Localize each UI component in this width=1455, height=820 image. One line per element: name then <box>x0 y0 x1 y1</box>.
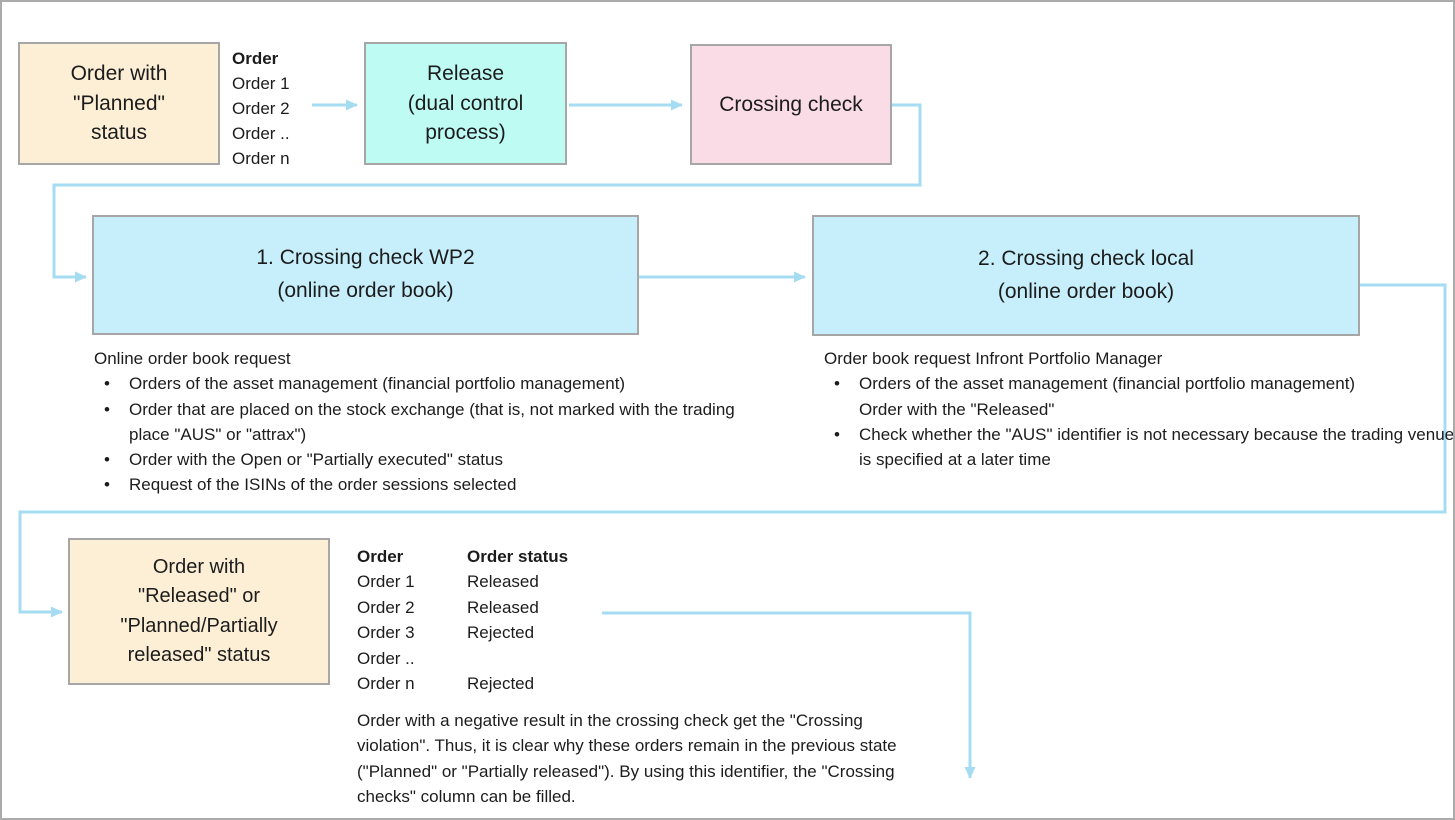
order-list-item: Order .. <box>232 124 290 143</box>
table-cell-status: Rejected <box>467 623 535 643</box>
order-list: Order Order 1 Order 2 Order .. Order n <box>232 46 290 171</box>
bullet-text: Orders of the asset management (financia… <box>859 374 1356 419</box>
bullet-dot: • <box>104 399 110 419</box>
order-list-item: Order n <box>232 149 290 168</box>
table-row: Order 3 Rejected <box>357 620 627 645</box>
table-header-status: Order status <box>467 547 569 566</box>
table-row: Order n Rejected <box>357 671 627 696</box>
release-box: Release (dual control process) <box>364 42 567 165</box>
bullet-text: Order with the Open or "Partially execut… <box>129 450 503 470</box>
crossing-check-wp2-box: 1. Crossing check WP2 (online order book… <box>92 215 639 335</box>
bullet-text: Request of the ISINs of the order sessio… <box>129 475 517 495</box>
wp2-details: Online order book request • Orders of th… <box>94 346 744 498</box>
local-bullet: • Check whether the "AUS" identifier is … <box>824 422 1455 473</box>
table-cell-order: Order n <box>357 674 415 694</box>
bullet-dot: • <box>104 374 110 394</box>
order-list-header: Order <box>232 49 279 68</box>
wp2-bullet: • Order with the Open or "Partially exec… <box>94 447 744 472</box>
table-cell-status <box>467 646 627 671</box>
table-cell-status: Rejected <box>467 674 535 694</box>
wp2-bullet: • Order that are placed on the stock exc… <box>94 397 744 448</box>
crossing-violation-note: Order with a negative result in the cros… <box>357 711 897 806</box>
table-header-order: Order <box>357 547 404 566</box>
released-status-box: Order with "Released" or "Planned/Partia… <box>68 538 330 685</box>
table-row: Order 1 Released <box>357 569 627 594</box>
wp2-bullet: • Request of the ISINs of the order sess… <box>94 472 744 497</box>
local-bullet: • Orders of the asset management (financ… <box>824 371 1453 422</box>
crossing-check-local-box: 2. Crossing check local (online order bo… <box>812 215 1360 336</box>
bullet-dot: • <box>834 424 840 444</box>
crossing-check-box: Crossing check <box>690 44 892 165</box>
order-list-item: Order 2 <box>232 99 290 118</box>
order-list-item: Order 1 <box>232 74 290 93</box>
table-cell-order: Order 1 <box>357 572 415 592</box>
bullet-dot: • <box>104 450 110 470</box>
wp2-details-title: Online order book request <box>94 349 291 368</box>
table-cell-status: Released <box>467 572 539 592</box>
table-cell-order: Order 3 <box>357 623 415 643</box>
table-cell-order: Order .. <box>357 648 415 668</box>
table-cell-order: Order 2 <box>357 597 415 617</box>
local-details-title: Order book request Infront Portfolio Man… <box>824 349 1163 368</box>
table-cell-status: Released <box>467 597 539 617</box>
wp2-bullet: • Orders of the asset management (financ… <box>94 371 744 396</box>
planned-status-box: Order with "Planned" status <box>18 42 220 165</box>
bullet-dot: • <box>104 475 110 495</box>
bullet-text: Orders of the asset management (financia… <box>129 374 626 394</box>
bullet-text: Order that are placed on the stock excha… <box>129 399 735 444</box>
order-status-table: Order Order status Order 1 Released Orde… <box>357 544 627 696</box>
bullet-text: Check whether the "AUS" identifier is no… <box>859 424 1455 470</box>
local-details: Order book request Infront Portfolio Man… <box>824 346 1455 473</box>
table-row: Order .. <box>357 646 627 671</box>
table-row: Order 2 Released <box>357 595 627 620</box>
bullet-dot: • <box>834 374 840 394</box>
table-header-row: Order Order status <box>357 544 627 569</box>
